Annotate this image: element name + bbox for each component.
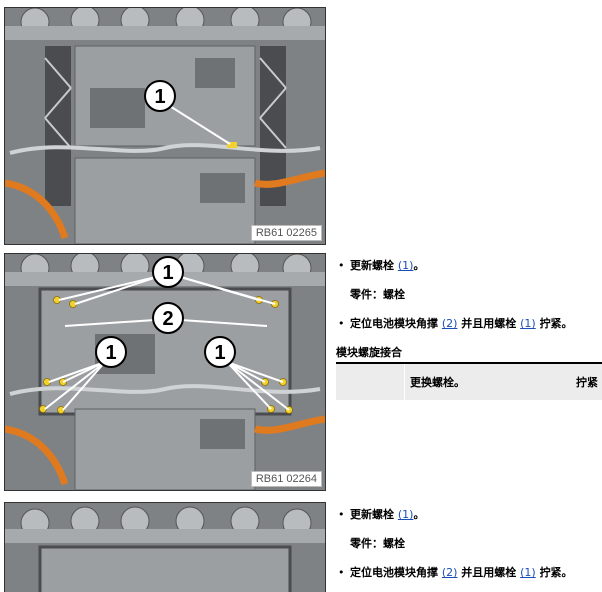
- step-position-bracket: •定位电池模块角撑 (2) 并且用螺栓 (1) 拧紧。: [338, 317, 573, 330]
- figure-label: RB61 02264: [250, 471, 322, 487]
- callout-1-left-label: 1: [105, 342, 116, 364]
- step-renew-bolts: •更新螺栓 (1)。: [338, 508, 425, 521]
- callout-1: [144, 80, 176, 112]
- part-line: 零件：螺栓: [350, 537, 405, 550]
- torque-table-title: 模块螺旋接合: [336, 346, 402, 359]
- ref-link-2[interactable]: (2): [441, 566, 458, 579]
- ref-link-1[interactable]: (1): [520, 317, 536, 330]
- callout-1-right: [204, 336, 236, 368]
- torque-cell-value: 拧紧: [576, 376, 598, 389]
- ref-link-1[interactable]: (1): [520, 566, 536, 579]
- callout-2-label: 2: [162, 308, 173, 330]
- part-line: 零件：螺栓: [350, 288, 405, 301]
- callout-1-label: 1: [162, 262, 173, 284]
- callout-1: [152, 256, 184, 288]
- battery-module-illustration: 1 2 1 1: [5, 254, 325, 490]
- bullet-icon: •: [338, 566, 345, 579]
- torque-table: 更换螺栓。 拧紧: [336, 362, 602, 400]
- figure-battery-module-3: [4, 502, 326, 592]
- callout-1-right-label: 1: [214, 342, 225, 364]
- step-position-bracket: •定位电池模块角撑 (2) 并且用螺栓 (1) 拧紧。: [338, 566, 573, 579]
- ref-link-1[interactable]: (1): [397, 259, 414, 272]
- callout-1-left: [95, 336, 127, 368]
- callout-2: [152, 302, 184, 334]
- bullet-icon: •: [338, 317, 345, 330]
- battery-module-illustration: [5, 503, 325, 592]
- battery-module-illustration: 1: [5, 8, 325, 244]
- ref-link-2[interactable]: (2): [441, 317, 458, 330]
- callout-1-label: 1: [154, 86, 165, 108]
- figure-battery-module-2: 1 2 1 1 RB61 02264: [4, 253, 326, 491]
- torque-cell-id: [336, 364, 405, 400]
- ref-link-1[interactable]: (1): [397, 508, 414, 521]
- bullet-icon: •: [338, 259, 345, 272]
- step-renew-bolts: •更新螺栓 (1)。: [338, 259, 425, 272]
- figure-label: RB61 02265: [250, 225, 322, 241]
- torque-cell-note: 更换螺栓。: [410, 376, 465, 389]
- bullet-icon: •: [338, 508, 345, 521]
- figure-battery-module-1: 1 RB61 02265: [4, 7, 326, 245]
